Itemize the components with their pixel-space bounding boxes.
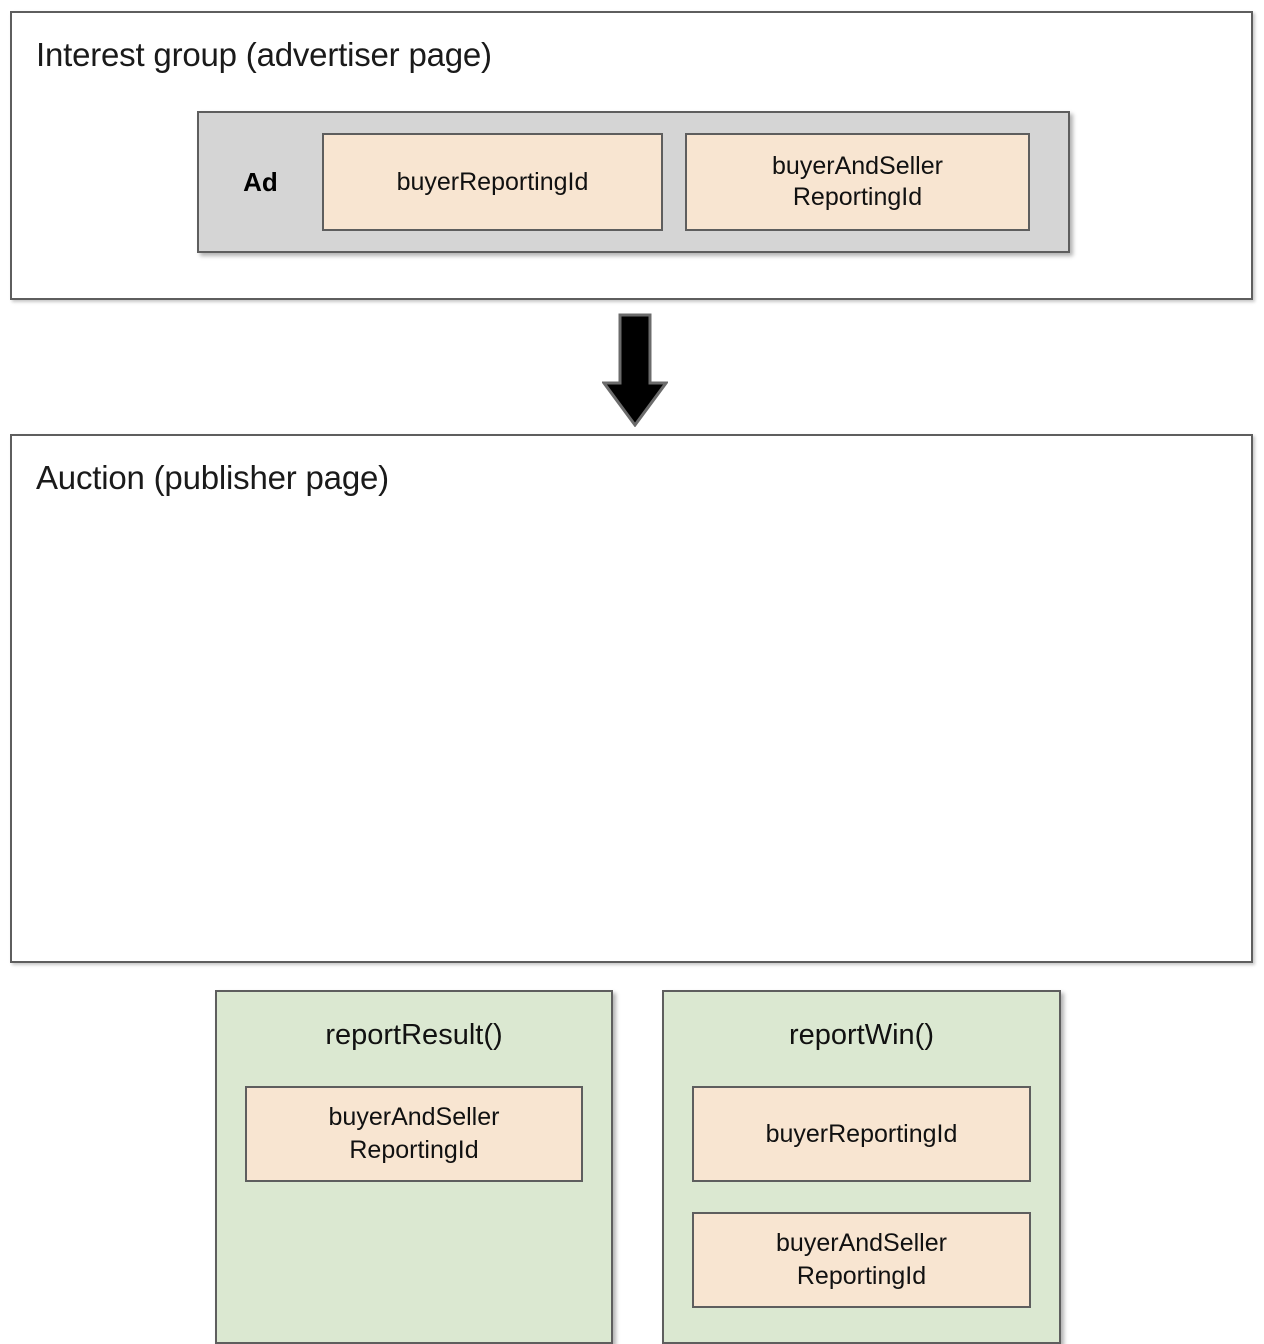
ad-field-buyer-reporting-id: buyerReportingId	[322, 133, 663, 231]
function-fields-report-result: buyerAndSeller ReportingId	[245, 1086, 583, 1182]
ad-group-box: Ad buyerReportingId buyerAndSeller Repor…	[197, 111, 1070, 253]
function-box-report-result: reportResult() buyerAndSeller ReportingI…	[215, 990, 613, 1344]
function-fields-report-win: buyerReportingId buyerAndSeller Reportin…	[692, 1086, 1031, 1308]
down-arrow-icon	[602, 313, 668, 427]
ad-label: Ad	[243, 166, 278, 197]
interest-group-section: Interest group (advertiser page) Ad buye…	[10, 11, 1253, 300]
ad-field-buyer-and-seller-reporting-id: buyerAndSeller ReportingId	[685, 133, 1030, 231]
report-win-field-buyer-and-seller-reporting-id: buyerAndSeller ReportingId	[692, 1212, 1031, 1308]
function-name-report-win: reportWin()	[788, 1019, 934, 1051]
function-box-report-win: reportWin() buyerReportingId buyerAndSel…	[662, 990, 1061, 1344]
interest-group-title: Interest group (advertiser page)	[36, 36, 492, 73]
function-name-report-result: reportResult()	[325, 1019, 503, 1051]
auction-section: Auction (publisher page) reportResult() …	[10, 434, 1253, 1344]
auction-title: Auction (publisher page)	[36, 459, 389, 496]
report-win-field-buyer-reporting-id: buyerReportingId	[692, 1086, 1031, 1182]
diagram-canvas: Interest group (advertiser page) Ad buye…	[10, 11, 1253, 1344]
report-result-field-buyer-and-seller-reporting-id: buyerAndSeller ReportingId	[245, 1086, 583, 1182]
